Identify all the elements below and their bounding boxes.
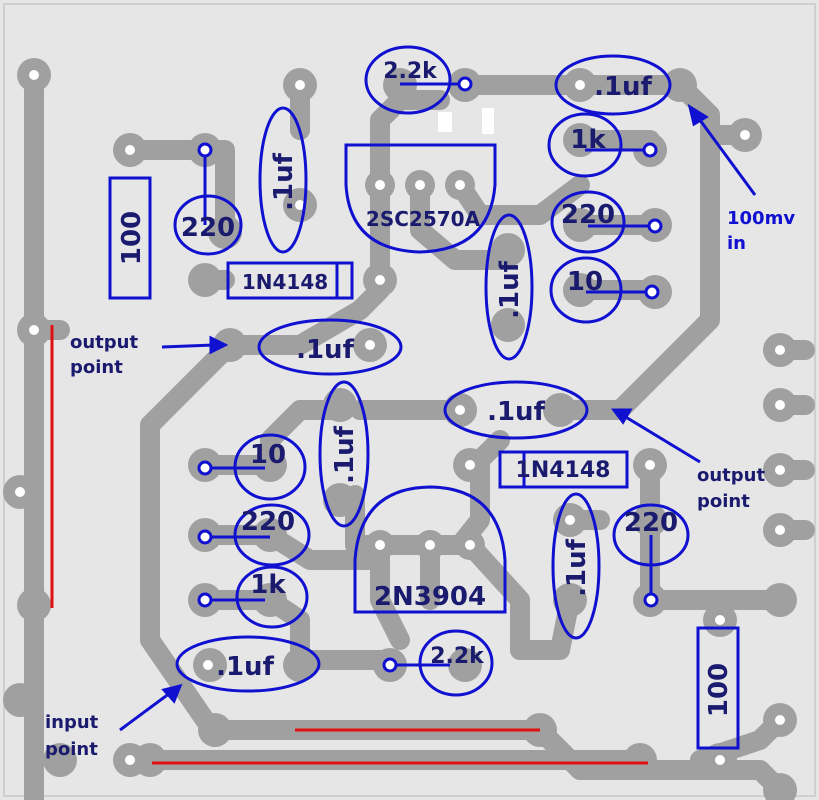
annotation-input-2: point: [45, 739, 98, 760]
transistor-bottom-outline: [353, 485, 507, 614]
board-edge: [3, 3, 816, 797]
annotation-output-right-2: point: [697, 491, 750, 512]
label-c-top-right: .1uf: [594, 72, 652, 102]
cap-mid-outline: [257, 318, 403, 376]
label-diode-bottom: 1N4148: [516, 458, 611, 483]
resistor-10-top-right-outline: [549, 256, 623, 324]
label-r-10-top-right: 10: [567, 267, 603, 297]
label-r-220-bottom-right: 220: [624, 508, 678, 538]
label-diode-top: 1N4148: [242, 270, 328, 294]
label-r-22k-top: 2.2k: [383, 59, 438, 84]
cap-bottom-left-outline: [175, 635, 321, 693]
label-r-1k-top: 1k: [570, 125, 606, 155]
label-c-center-right: .1uf: [487, 397, 545, 427]
jumper-wires: [50, 325, 648, 765]
label-r-22k-bottom: 2.2k: [430, 644, 485, 669]
cap-top-right-outline: [554, 54, 672, 116]
resistor-220-bottom-left-outline: [233, 503, 311, 567]
label-c-vert-center-left: .1uf: [330, 425, 360, 483]
cap-vert-bottom-right-outline: [551, 492, 601, 640]
resistor-22k-top-outline: [364, 45, 452, 115]
label-r-1k-bottom-left: 1k: [250, 570, 286, 600]
arrows: [119, 103, 757, 732]
label-r-10-bottom-left: 10: [250, 440, 286, 470]
label-c-vert-center-right: .1uf: [495, 260, 525, 318]
resistor-100-left-outline: [108, 176, 152, 300]
annotation-in: in: [727, 233, 746, 254]
label-r-220-top-right: 220: [561, 200, 615, 230]
board-cutout: [482, 108, 494, 134]
resistor-220-top-right-outline: [550, 190, 626, 254]
label-r-100-left: 100: [117, 211, 147, 265]
annotation-100mv: 100mv: [727, 208, 795, 229]
label-c-bottom-left: .1uf: [216, 652, 274, 682]
board-cutout: [438, 112, 452, 132]
annotation-output-left-1: output: [70, 332, 138, 353]
resistor-220-top-left-outline: [173, 194, 243, 256]
label-r-220-bottom-left: 220: [241, 507, 295, 537]
label-c-vert-bottom-right: .1uf: [562, 538, 592, 596]
diode-bottom-outline: [498, 450, 629, 489]
resistor-100-right-outline: [696, 626, 740, 750]
arrow-100mv-in: [695, 115, 757, 196]
cap-vert-top-outline: [258, 106, 308, 254]
label-transistor-bottom: 2N3904: [374, 582, 486, 612]
arrow-output-right: [623, 414, 701, 464]
lead-markers: [197, 76, 663, 673]
label-r-100-right: 100: [704, 663, 734, 717]
label-transistor-top: 2SC2570A: [366, 207, 481, 231]
label-r-220-top-left: 220: [181, 213, 235, 243]
annotation-input-1: input: [45, 712, 99, 733]
component-markers: [108, 45, 740, 750]
cap-vert-center-left-outline: [318, 380, 370, 528]
annotation-output-left-2: point: [70, 357, 123, 378]
pad-holes: [15, 70, 785, 765]
resistor-22k-bottom-outline: [418, 629, 494, 697]
cap-vert-center-right-outline: [484, 213, 534, 361]
label-c-vert-top: .1uf: [269, 152, 299, 210]
cap-center-right-outline: [443, 380, 589, 440]
transistor-top-outline: [344, 143, 497, 254]
label-c-mid: .1uf: [296, 335, 354, 365]
resistor-1k-top-outline: [547, 112, 623, 178]
arrow-input: [119, 691, 171, 732]
annotation-output-right-1: output: [697, 465, 765, 486]
arrow-output-left: [161, 343, 215, 349]
resistor-1k-bottom-left-outline: [235, 565, 309, 629]
diode-top-outline: [226, 261, 354, 300]
